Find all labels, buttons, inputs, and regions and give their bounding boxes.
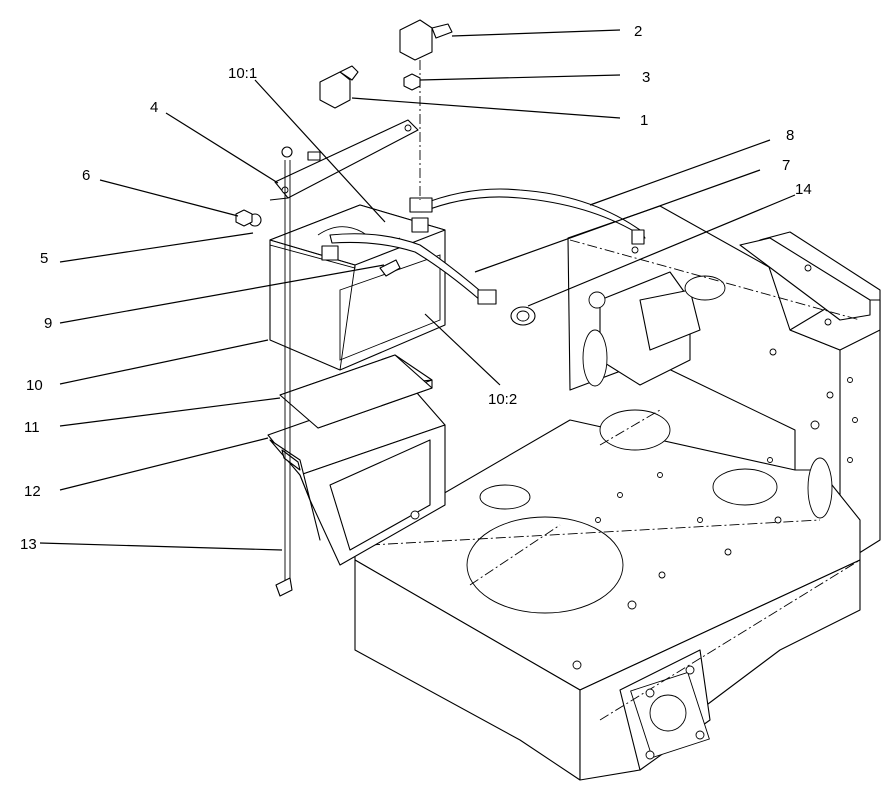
callout-9: 9 xyxy=(44,315,52,332)
callout-8: 8 xyxy=(786,127,794,144)
callout-2: 2 xyxy=(634,23,642,40)
fasteners xyxy=(235,73,421,277)
terminal-boots xyxy=(319,19,453,109)
callout-10: 10 xyxy=(26,377,43,394)
callout-11: 11 xyxy=(24,419,40,436)
callout-12: 12 xyxy=(24,483,41,500)
callout-6: 6 xyxy=(82,167,90,184)
callout-5: 5 xyxy=(40,250,48,267)
chassis-frame xyxy=(354,205,881,781)
leader-lines xyxy=(39,29,796,551)
battery-pad xyxy=(279,354,433,429)
callout-3: 3 xyxy=(642,69,650,86)
callout-14: 14 xyxy=(795,181,812,198)
battery-cables xyxy=(329,188,646,326)
callout-10-2: 10:2 xyxy=(488,391,517,408)
battery xyxy=(269,204,446,371)
battery-hold-down xyxy=(269,119,419,597)
battery-tray xyxy=(267,384,446,566)
callout-13: 13 xyxy=(20,536,37,553)
callout-labels: 1 2 3 4 5 6 7 8 9 10 10:1 10:2 11 12 13 … xyxy=(20,23,812,553)
callout-10-1: 10:1 xyxy=(228,65,257,82)
callout-4: 4 xyxy=(150,99,158,116)
callout-1: 1 xyxy=(640,112,648,129)
callout-7: 7 xyxy=(782,157,790,174)
